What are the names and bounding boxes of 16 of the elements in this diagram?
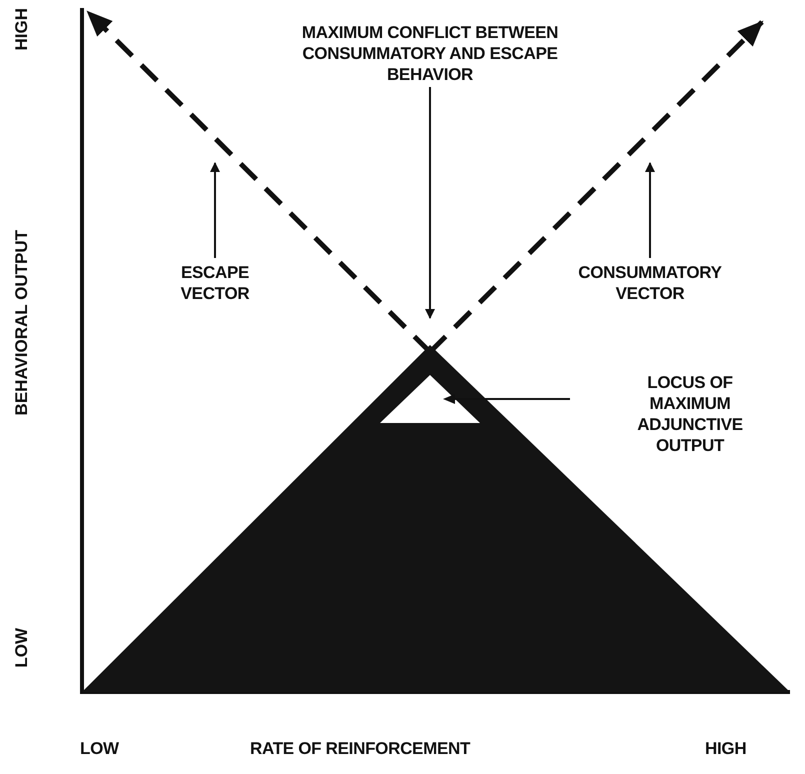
triangle-area	[82, 345, 790, 692]
axis-label: HIGH	[12, 8, 32, 50]
triangle-area	[380, 375, 480, 423]
callout-text: CONSUMMATORY VECTOR	[570, 262, 730, 304]
axis-title: RATE OF REINFORCEMENT	[250, 738, 470, 759]
axis-title: BEHAVIORAL OUTPUT	[12, 230, 32, 416]
callout-text: MAXIMUM CONFLICT BETWEEN CONSUMMATORY AND ESCAPE BEHAVIOR	[265, 22, 595, 85]
callout-text: ESCAPE VECTOR	[150, 262, 280, 304]
axis-label: HIGH	[705, 738, 746, 759]
leader-arrow	[425, 87, 435, 319]
callout-text: LOCUS OF MAXIMUM ADJUNCTIVE OUTPUT	[615, 372, 765, 456]
axis-label: LOW	[80, 738, 119, 759]
leader-arrow	[210, 162, 220, 258]
leader-arrow	[443, 394, 570, 404]
leader-arrow	[645, 162, 655, 258]
axis-label: LOW	[12, 628, 32, 668]
